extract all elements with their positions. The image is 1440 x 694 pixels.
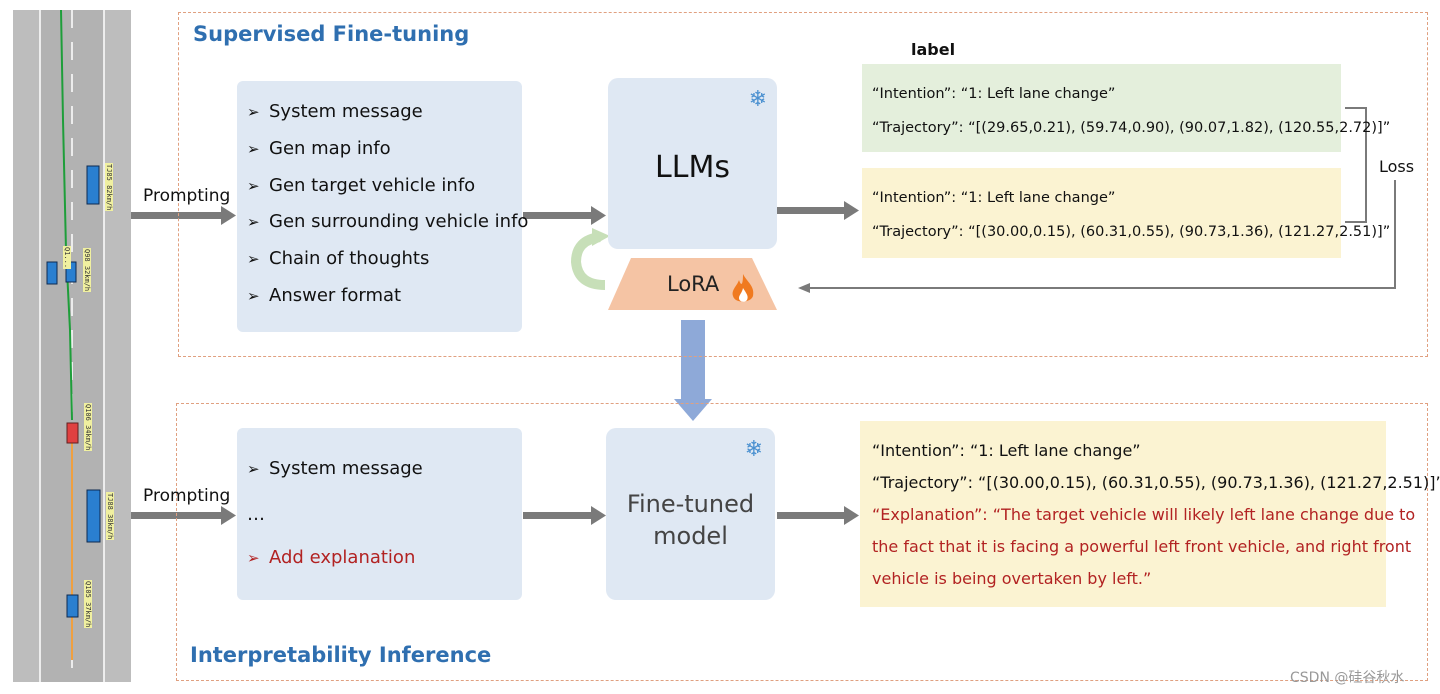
arrowhead-icon: ➢ [247, 549, 260, 567]
label-heading: label [911, 40, 956, 59]
sft-prompt-box: ➢System message ➢Gen map info ➢Gen targe… [237, 81, 528, 332]
llm-label: LLMs [655, 150, 730, 185]
inference-prompt-box: ➢System message … ➢Add explanation [237, 428, 522, 600]
label-trajectory: “Trajectory”: “[(29.65,0.21), (59.74,0.9… [872, 120, 1391, 136]
vehicle-q12 [46, 261, 58, 285]
inference-title: Interpretability Inference [190, 643, 492, 667]
prediction-output-box: “Intention”: “1: Left lane change” “Traj… [862, 168, 1390, 258]
label-intention: “Intention”: “1: Left lane change” [872, 86, 1116, 102]
arrowhead-icon: ➢ [247, 213, 260, 231]
sft-arrows [131, 201, 859, 225]
label-output-box: “Intention”: “1: Left lane change” “Traj… [862, 64, 1390, 152]
out-explanation-line: “Explanation”: “The target vehicle will … [872, 505, 1416, 524]
loss-label: Loss [1379, 157, 1415, 176]
inference-region [176, 403, 1428, 681]
prompt-item: ➢Gen surrounding vehicle info [247, 211, 529, 232]
vehicle-tag: TJ85 82km/h [105, 163, 113, 212]
sft-prompting-label: Prompting [143, 186, 231, 206]
out-explanation-line: the fact that it is facing a powerful le… [872, 537, 1412, 556]
pred-intention: “Intention”: “1: Left lane change” [872, 190, 1116, 206]
sft-title: Supervised Fine-tuning [193, 22, 470, 46]
prompt-item: ➢Chain of thoughts [247, 248, 430, 269]
prompt-item-add-explanation: ➢Add explanation [247, 547, 416, 568]
prompt-item: ➢System message [247, 101, 423, 122]
arrowhead-icon: ➢ [247, 177, 260, 195]
llm-box: ❄ LLMs [608, 78, 777, 249]
arrowhead-icon: ➢ [247, 250, 260, 268]
out-trajectory: “Trajectory”: “[(30.00,0.15), (60.31,0.5… [872, 473, 1440, 492]
inference-output-box: “Intention”: “1: Left lane change” “Traj… [860, 421, 1440, 607]
prompt-item: ➢System message [247, 458, 423, 479]
arrowhead-icon: ➢ [247, 460, 260, 478]
finetuned-model-box: ❄ Fine-tuned model [606, 428, 775, 600]
vehicle-tj88 [86, 489, 101, 543]
vehicle-q105 [66, 594, 79, 618]
out-intention: “Intention”: “1: Left lane change” [872, 441, 1141, 460]
vehicle-q98 [65, 261, 77, 283]
inference-prompting-label: Prompting [143, 486, 231, 506]
out-explanation-line: vehicle is being overtaken by left.” [872, 569, 1152, 588]
vehicle-tj85 [86, 165, 100, 205]
prompt-item: ➢Gen map info [247, 138, 391, 159]
lora-update-arrow [570, 232, 606, 290]
loss-connector [806, 107, 1396, 289]
arrowhead-icon: ➢ [247, 140, 260, 158]
vehicle-tag: Q1... [63, 246, 71, 270]
snowflake-icon: ❄ [748, 86, 767, 111]
flame-icon [729, 272, 757, 311]
prompt-item: ➢Gen target vehicle info [247, 175, 476, 196]
loss-return-arrowhead [798, 283, 810, 293]
arrowhead-icon: ➢ [247, 103, 260, 121]
watermark: CSDN @硅谷秋水 [1290, 670, 1405, 686]
snowflake-icon: ❄ [744, 436, 763, 461]
vehicle-target-q106 [66, 422, 79, 444]
lora-label: LoRA [667, 272, 720, 296]
prompt-item: ➢Answer format [247, 285, 402, 306]
vehicle-tag: Q98 32km/h [83, 248, 91, 293]
road-scene [13, 9, 131, 682]
pred-trajectory: “Trajectory”: “[(30.00,0.15), (60.31,0.5… [872, 224, 1391, 240]
finetuned-model-label-2: model [653, 522, 728, 550]
sft-region [178, 12, 1428, 357]
finetune-transfer-arrow [681, 320, 705, 400]
finetuned-model-label-1: Fine-tuned [626, 490, 755, 518]
prompt-item: … [247, 504, 265, 525]
vehicle-tag: Q106 34km/h [84, 403, 92, 452]
vehicle-tag: TJ88 38km/h [106, 492, 114, 541]
arrowhead-icon: ➢ [247, 287, 260, 305]
vehicle-tag: Q105 37km/h [84, 580, 92, 629]
